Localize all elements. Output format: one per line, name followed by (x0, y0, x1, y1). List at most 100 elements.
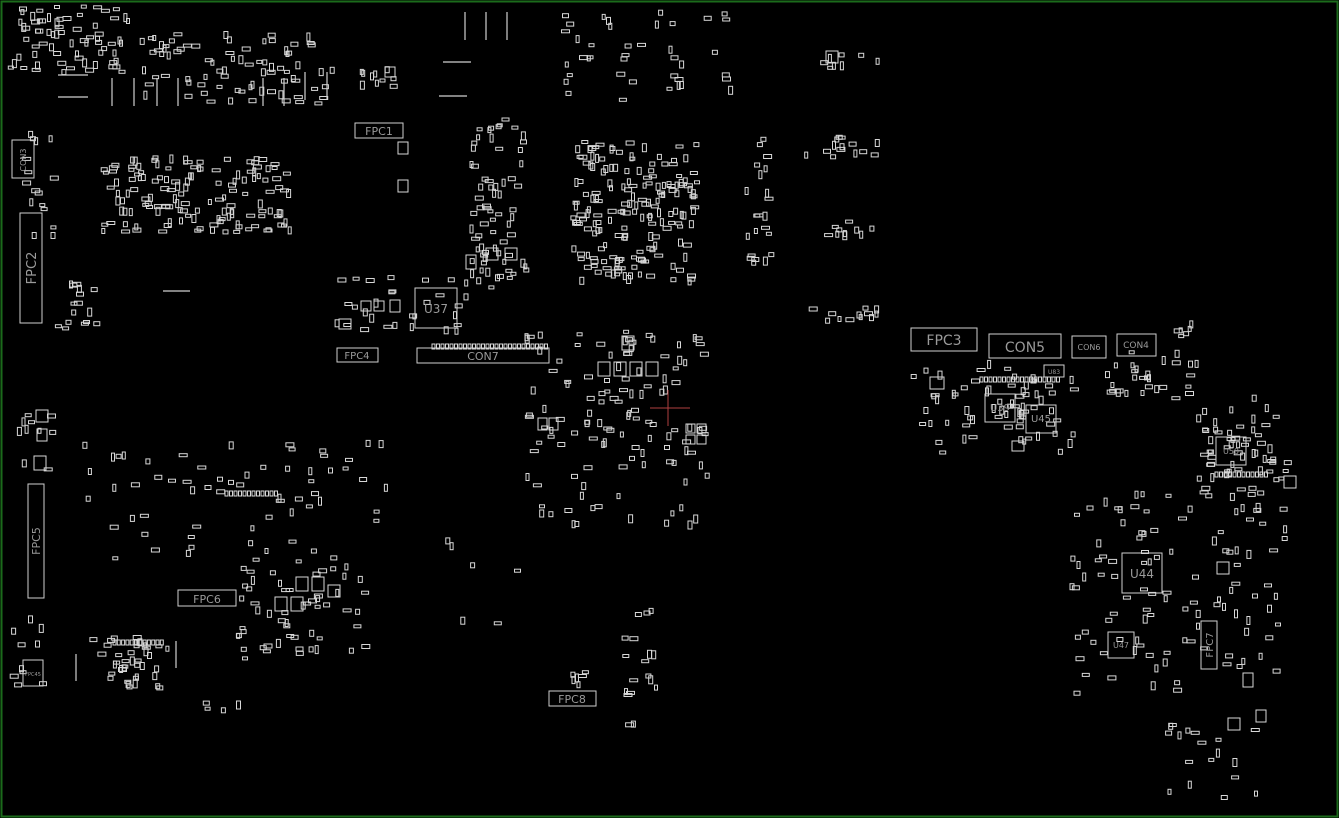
pad (32, 50, 38, 58)
pad (493, 621, 502, 626)
pad (242, 490, 247, 497)
pad (277, 493, 282, 503)
component-fpc6[interactable]: FPC6 (177, 589, 237, 607)
pad (614, 272, 621, 277)
component-con5[interactable]: CON5 (988, 333, 1062, 359)
component-fpc5[interactable]: FPC5 (27, 483, 45, 599)
pad (436, 343, 440, 350)
pad (928, 420, 933, 427)
component-u83[interactable]: U83 (1043, 364, 1065, 378)
pad (618, 464, 628, 470)
pad (639, 389, 644, 399)
pad (246, 586, 253, 592)
pad (615, 149, 623, 155)
fpc2-label: FPC2 (25, 252, 40, 285)
pad (609, 163, 614, 172)
component-u45[interactable]: U45 (1025, 404, 1057, 434)
pad (337, 277, 347, 283)
pad (1074, 634, 1081, 640)
component-fpc4[interactable]: FPC4 (336, 347, 379, 363)
pad (1052, 430, 1058, 437)
pad (756, 142, 763, 148)
component-fpc2[interactable]: FPC2 (19, 212, 43, 324)
pad (618, 256, 623, 263)
pad (308, 646, 314, 653)
pad (323, 602, 331, 608)
component-con3[interactable]: CON3 (11, 139, 35, 179)
pad (1004, 411, 1009, 418)
pad (94, 31, 104, 37)
pad (649, 161, 656, 167)
pad (585, 209, 590, 219)
pad (216, 68, 224, 74)
pad (641, 461, 646, 469)
pad (687, 450, 696, 455)
pad (1057, 448, 1063, 455)
pad (146, 639, 151, 646)
component-u47[interactable]: U47 (1107, 631, 1135, 659)
crosshair-cursor (650, 390, 690, 426)
component-fpc3[interactable]: FPC3 (910, 327, 978, 352)
pad (54, 324, 62, 329)
component-u44[interactable]: U44 (1121, 552, 1163, 594)
pad (1255, 709, 1267, 723)
pad (111, 452, 115, 462)
component-u39[interactable]: U39 (984, 393, 1016, 423)
pad (1011, 440, 1025, 452)
pad (474, 195, 484, 201)
pad (1071, 585, 1080, 591)
pad (754, 162, 761, 168)
pad (175, 199, 180, 209)
pad (257, 199, 263, 209)
pad (1222, 548, 1230, 554)
pad (182, 479, 192, 484)
pad (670, 277, 677, 283)
pad (683, 359, 688, 367)
component-con7[interactable]: CON7 (416, 347, 550, 364)
pad (138, 170, 145, 175)
pad (251, 160, 260, 166)
component-u37[interactable]: U37 (414, 287, 458, 329)
pad (247, 490, 251, 497)
component-fpc1[interactable]: FPC1 (354, 122, 404, 139)
pad (488, 285, 495, 290)
pad (935, 439, 943, 445)
pad (1150, 527, 1159, 533)
pad (1227, 717, 1241, 731)
pad (1082, 572, 1087, 582)
pad (43, 467, 53, 472)
pad (16, 53, 22, 61)
pad (314, 645, 319, 655)
pad (435, 293, 445, 298)
component-con6[interactable]: CON6 (1071, 335, 1107, 359)
pad (71, 309, 77, 316)
pad (152, 35, 157, 41)
component-u50[interactable]: U50 (1215, 436, 1247, 466)
pad (267, 89, 276, 95)
pad (1048, 390, 1056, 396)
pad (226, 36, 232, 44)
pad (658, 9, 664, 16)
pad (35, 640, 40, 648)
pad (476, 134, 481, 141)
pad (240, 646, 247, 652)
pad (606, 16, 611, 25)
pad (648, 212, 653, 221)
pad (128, 208, 133, 217)
pad (858, 52, 865, 58)
component-fpc45[interactable]: FPC45 (22, 659, 44, 687)
component-fpc8[interactable]: FPC8 (548, 690, 597, 707)
pad (112, 7, 120, 12)
pad (117, 36, 122, 45)
pad (662, 374, 667, 384)
pad (150, 547, 160, 553)
component-con4[interactable]: CON4 (1116, 333, 1157, 357)
pad (556, 358, 563, 364)
pad (1130, 504, 1140, 510)
pad (506, 220, 511, 228)
pad (233, 490, 238, 497)
pad (119, 206, 125, 216)
component-fpc7[interactable]: FPC7 (1200, 620, 1218, 670)
pad (309, 629, 315, 637)
